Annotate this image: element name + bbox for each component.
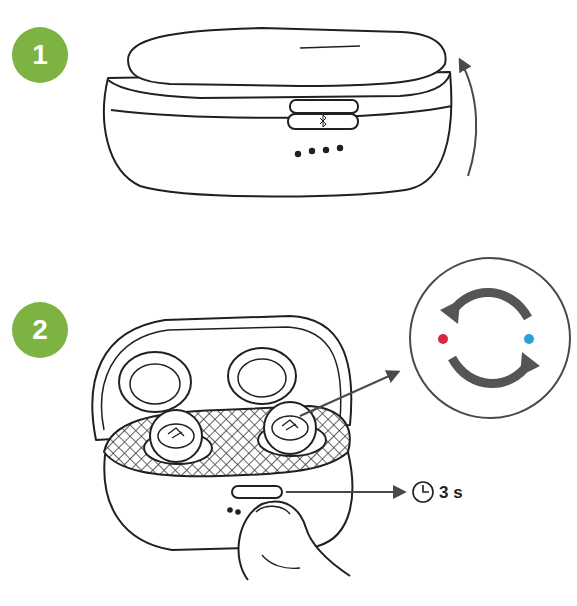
step-badge: 2 [12, 302, 68, 358]
leader-arrow [286, 491, 404, 493]
badge-fill [12, 27, 68, 83]
led-detail [410, 258, 570, 418]
badge-fill [12, 302, 68, 358]
step-badge: 1 [12, 27, 68, 83]
step-number: 1 [32, 41, 48, 69]
leader-arrow [300, 372, 398, 416]
open-case [92, 316, 352, 580]
clock-icon [413, 482, 433, 502]
closed-case [104, 28, 452, 197]
duration-label: 3 s [439, 484, 463, 501]
step-number: 2 [32, 316, 48, 344]
lift-arrow [460, 60, 476, 176]
